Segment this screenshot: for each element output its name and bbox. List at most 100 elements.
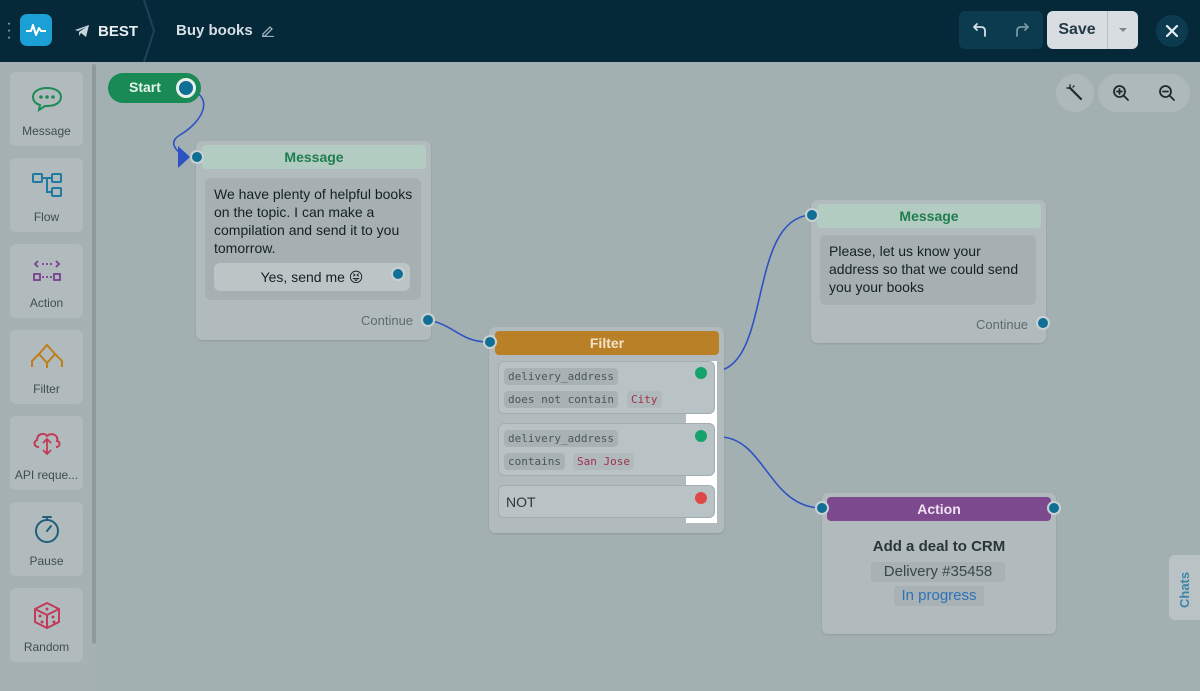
filter-not-branch[interactable]: NOT [498,485,715,518]
message-bubble: We have plenty of helpful books on the t… [205,178,421,300]
condition-operator: contains [504,453,565,470]
condition-operator: does not contain [504,391,618,408]
continue-label: Continue [976,317,1029,332]
action-output-port[interactable] [1047,501,1061,515]
action-deal-name: Delivery #35458 [871,562,1005,582]
action-status: In progress [894,586,984,606]
sidebar-item-filter[interactable]: Filter [10,330,83,404]
condition-2-true-port[interactable] [695,430,707,442]
undo-icon [973,23,986,37]
auto-arrange-button[interactable] [1056,74,1094,112]
zoom-in-button[interactable] [1098,74,1144,112]
telegram-icon [75,25,89,37]
close-button[interactable] [1156,15,1188,47]
element-sidebar: Message Flow Action Filter API reque... … [0,62,97,691]
undo-button[interactable] [959,11,1001,49]
not-branch-port[interactable] [695,492,707,504]
save-button[interactable]: Save [1047,11,1108,49]
top-bar: ··· BEST Buy books Save [0,0,1200,62]
bot-name-crumb[interactable]: BEST [74,19,138,43]
message2-input-port[interactable] [805,208,819,222]
chats-side-tab[interactable]: Chats [1169,555,1200,620]
api-request-icon [33,432,60,456]
message-node-2[interactable]: Message Please, let us know your address… [811,200,1046,343]
message-text: We have plenty of helpful books on the t… [214,186,413,256]
condition-field: delivery_address [504,430,618,447]
action-node-title: Action [827,497,1051,521]
action-node[interactable]: Action Add a deal to CRM Delivery #35458… [822,493,1056,634]
message1-input-port[interactable] [190,150,204,164]
connector-filter-to-action [721,436,823,509]
flow-icon [31,173,62,197]
condition-field: delivery_address [504,368,618,385]
continue-label: Continue [361,313,414,328]
quick-reply-button[interactable]: Yes, send me 😝 [214,263,410,291]
undo-redo-group [959,11,1043,49]
filter-condition-2[interactable]: delivery_address contains San Jose [498,423,715,476]
start-label: Start [129,79,161,95]
not-label: NOT [506,494,536,510]
condition-value: City [627,391,662,408]
auto-arrange-control [1056,74,1094,112]
action-icon [32,260,61,281]
condition-1-true-port[interactable] [695,367,707,379]
edit-pencil-icon[interactable] [261,23,275,37]
filter-node-title: Filter [495,331,719,355]
flow-name-crumb[interactable]: Buy books [176,19,275,41]
start-output-port[interactable] [176,78,196,98]
save-options-button[interactable] [1108,11,1138,49]
action-heading: Add a deal to CRM [872,538,1006,555]
zoom-out-icon [1159,85,1175,101]
message-text: Please, let us know your address so that… [829,243,1019,295]
connector-start-to-message [172,87,205,158]
filter-icon [30,343,63,368]
connector-start-arrow [178,146,190,168]
message1-continue-port[interactable] [421,313,435,327]
zoom-out-button[interactable] [1144,74,1190,112]
sidebar-item-label: API reque... [14,468,79,482]
zoom-controls [1098,74,1190,112]
sidebar-item-label: Flow [33,210,60,224]
filter-condition-1[interactable]: delivery_address does not contain City [498,361,715,414]
sidebar-item-pause[interactable]: Pause [10,502,83,576]
magic-wand-icon [1066,84,1083,101]
message-node-1[interactable]: Message We have plenty of helpful books … [196,141,431,340]
flow-name: Buy books [176,21,253,39]
quick-reply-label: Yes, send me 😝 [260,268,364,285]
sidebar-item-api-request[interactable]: API reque... [10,416,83,490]
sidebar-scrollbar[interactable] [92,64,96,644]
sidebar-item-action[interactable]: Action [10,244,83,318]
chevron-down-icon [1119,28,1127,32]
redo-button[interactable] [1001,11,1043,49]
quick-reply-port[interactable] [391,267,405,281]
close-icon [1165,24,1179,38]
connector-filter-to-message2 [721,214,811,371]
bot-name: BEST [98,22,139,40]
message2-continue-port[interactable] [1036,316,1050,330]
pause-icon [34,516,59,543]
sidebar-item-message[interactable]: Message [10,72,83,146]
start-node[interactable]: Start [108,73,201,103]
sidebar-item-label: Message [22,124,71,138]
message-bubble: Please, let us know your address so that… [820,235,1036,305]
sidebar-item-label: Filter [33,382,60,396]
filter-input-port[interactable] [483,335,497,349]
redo-icon [1016,23,1029,37]
chats-label: Chats [1177,571,1192,608]
sidebar-item-label: Action [29,296,64,310]
message-icon [31,86,62,113]
filter-conditions: delivery_address does not contain City d… [498,361,717,523]
save-button-group: Save [1047,11,1138,49]
zoom-in-icon [1113,85,1129,101]
breadcrumb-separator-icon [143,0,156,62]
menu-dots-icon[interactable]: ··· [6,15,12,46]
condition-value: San Jose [573,453,634,470]
sidebar-item-flow[interactable]: Flow [10,158,83,232]
sidebar-item-label: Random [23,640,70,654]
random-icon [33,602,60,629]
sidebar-item-random[interactable]: Random [10,588,83,662]
action-input-port[interactable] [815,501,829,515]
app-logo-icon[interactable] [20,14,52,46]
message-node-title: Message [817,204,1041,228]
